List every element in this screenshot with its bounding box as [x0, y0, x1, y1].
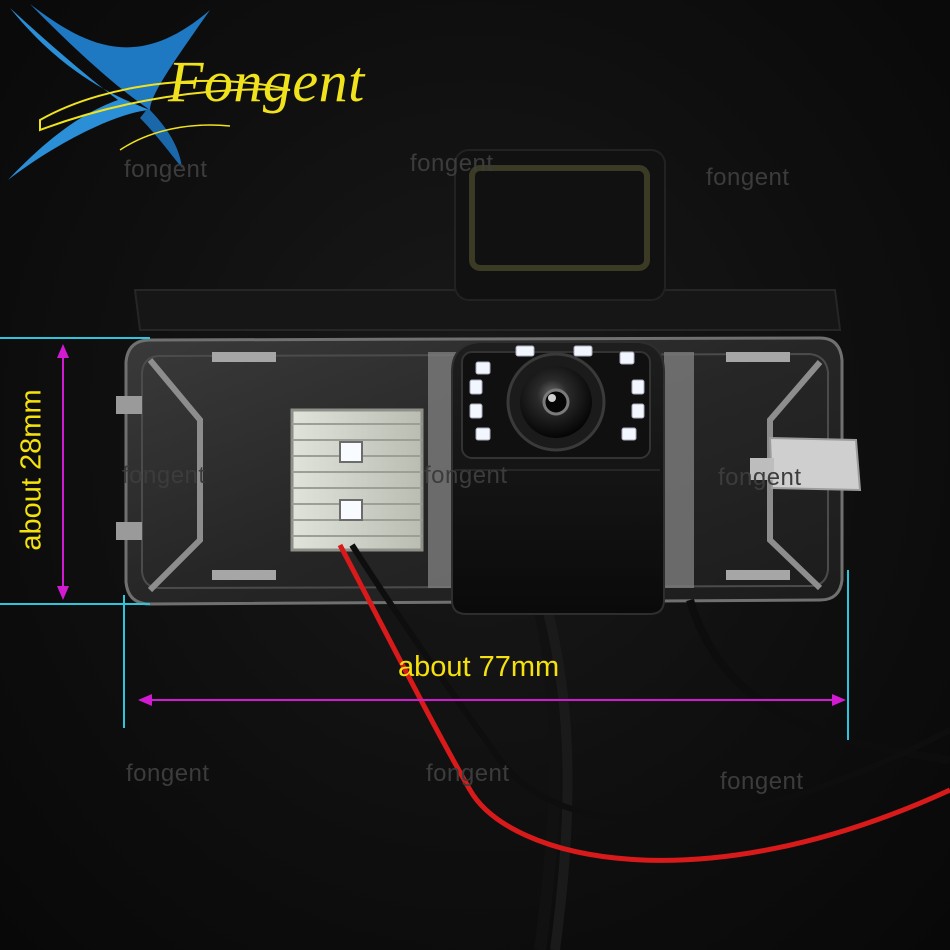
- watermark-text: fongent: [720, 768, 804, 795]
- watermark-text: fongent: [718, 464, 802, 491]
- wires: [337, 543, 950, 950]
- watermark-text: fongent: [410, 150, 494, 177]
- watermark-text: fongent: [122, 462, 206, 489]
- dimension-guides: [0, 337, 849, 740]
- width-arrow: [138, 694, 846, 706]
- width-label: about 77mm: [398, 651, 560, 683]
- led-light-board: [290, 408, 424, 552]
- led-icon: [339, 441, 363, 463]
- brand-name: Fongent: [168, 49, 365, 114]
- watermark-text: fongent: [126, 760, 210, 787]
- watermark-text: fongent: [706, 164, 790, 191]
- watermark-text: fongent: [124, 156, 208, 183]
- led-icon: [339, 499, 363, 521]
- camera-lens: [506, 352, 606, 452]
- logo-icon: [8, 4, 291, 180]
- height-label: about 28mm: [15, 389, 48, 551]
- mounting-bracket: [133, 149, 842, 331]
- height-arrow: [57, 344, 69, 600]
- watermark-text: fongent: [426, 760, 510, 787]
- watermark-text: fongent: [424, 462, 508, 489]
- camera-led-ring: [469, 345, 645, 441]
